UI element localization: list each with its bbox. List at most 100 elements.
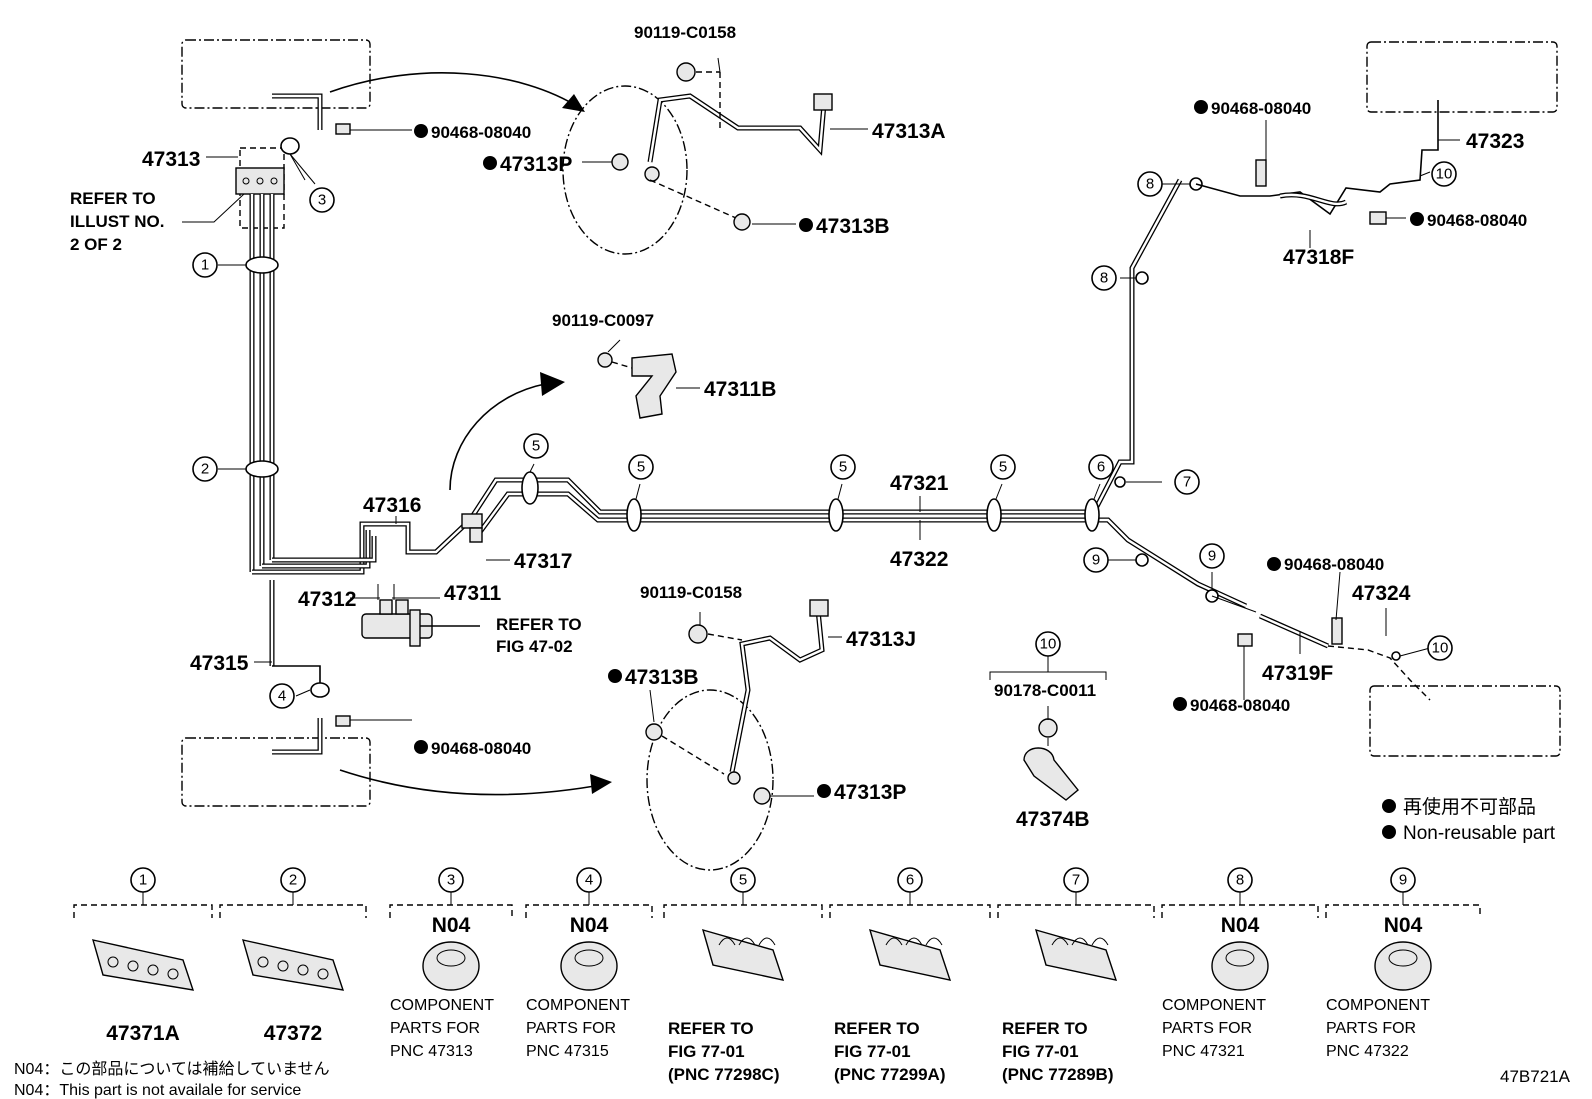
label-90178-c0011: 90178-C0011	[994, 681, 1096, 700]
svg-text:5: 5	[637, 459, 645, 476]
svg-text:9: 9	[1208, 548, 1216, 565]
bottom-item-text: COMPONENT	[1162, 997, 1266, 1014]
location-box-top-left	[181, 39, 371, 109]
bracket-47311B	[597, 352, 677, 419]
non-reusable-dots	[414, 100, 1424, 839]
svg-text:8: 8	[1100, 270, 1108, 287]
hose-47318F	[1195, 100, 1439, 225]
label-refer-illust-3: 2 OF 2	[70, 235, 122, 254]
bottom-item-text: PNC 47313	[390, 1043, 473, 1060]
bottom-part-number: 47372	[264, 1022, 322, 1045]
label-47313J: 47313J	[846, 628, 916, 651]
hose-47319F	[1211, 595, 1431, 701]
location-box-top-right	[1366, 41, 1558, 113]
bottom-item-text: PARTS FOR	[390, 1020, 480, 1037]
bottom-item-text: PNC 47321	[1162, 1043, 1245, 1060]
bottom-item-text: COMPONENT	[390, 997, 494, 1014]
label-47313P-bottom: 47313P	[834, 781, 906, 804]
bottom-item-text: (PNC 77299A)	[834, 1065, 946, 1084]
bottom-bracket	[829, 904, 991, 918]
label-47318F: 47318F	[1283, 246, 1354, 269]
label-47315: 47315	[190, 652, 249, 675]
bracket-90178	[989, 671, 1107, 680]
label-47317: 47317	[514, 550, 572, 573]
svg-text:4: 4	[278, 688, 286, 705]
bottom-item-text: COMPONENT	[526, 997, 630, 1014]
svg-text:10: 10	[1436, 166, 1453, 183]
bottom-bracket	[73, 904, 213, 918]
svg-text:6: 6	[1097, 459, 1105, 476]
legend-en: Non-reusable part	[1403, 823, 1556, 844]
label-90119-c0158-bottom: 90119-C0158	[640, 583, 742, 602]
label-47311: 47311	[444, 582, 502, 605]
part-illustration	[242, 939, 345, 991]
label-47321: 47321	[890, 472, 949, 495]
part-illustration	[868, 928, 952, 981]
bottom-bracket	[1161, 904, 1319, 918]
n04-tag: N04	[570, 914, 609, 937]
bottom-callout-number: 1	[139, 872, 147, 889]
bottom-item-text: PARTS FOR	[526, 1020, 616, 1037]
label-47313: 47313	[142, 148, 200, 171]
bottom-callout-number: 6	[906, 872, 914, 889]
label-47316: 47316	[363, 494, 421, 517]
label-47312: 47312	[298, 588, 356, 611]
bottom-callout-number: 8	[1236, 872, 1244, 889]
callout-circles: 1 2 3 4 5 5 5 5 6 7 8 8 9 9 10 10 10	[192, 161, 1457, 709]
detail-circle-bottom	[646, 689, 774, 871]
bottom-item-text: REFER TO	[668, 1019, 754, 1038]
label-47322: 47322	[890, 548, 948, 571]
bottom-bracket	[1325, 904, 1481, 918]
svg-text:5: 5	[532, 438, 540, 455]
clamp-47374B	[1023, 718, 1079, 801]
leader-lines	[182, 57, 1460, 797]
location-box-bottom-left	[181, 737, 371, 807]
label-90119-c0158-top: 90119-C0158	[634, 23, 736, 42]
svg-text:3: 3	[318, 192, 326, 209]
main-pipes	[467, 177, 1248, 609]
label-refer-fig-2: FIG 47-02	[496, 637, 573, 656]
label-47374B: 47374B	[1016, 808, 1090, 831]
legend-jp: 再使用不可部品	[1403, 796, 1536, 818]
footnote-jp: N04：この部品については補給していません	[14, 1060, 330, 1078]
bottom-bracket	[997, 904, 1155, 918]
label-47313A: 47313A	[872, 120, 946, 143]
label-90468-bottom-left: 90468-08040	[431, 739, 531, 758]
svg-text:5: 5	[839, 459, 847, 476]
bottom-item-text: PNC 47315	[526, 1043, 609, 1060]
bottom-bracket	[663, 904, 823, 918]
bottom-item-text: PNC 47322	[1326, 1043, 1409, 1060]
label-47311B: 47311B	[704, 378, 776, 401]
footnote-en: N04：This part is not availale for servic…	[14, 1082, 301, 1099]
svg-text:2: 2	[201, 461, 209, 478]
bottom-item-text: REFER TO	[1002, 1019, 1088, 1038]
svg-text:9: 9	[1092, 552, 1100, 569]
part-illustration	[92, 939, 195, 991]
label-90468-top-left: 90468-08040	[431, 123, 531, 142]
label-90468-mid-right: 90468-08040	[1284, 555, 1384, 574]
label-refer-illust-2: ILLUST NO.	[70, 212, 164, 231]
n04-tag: N04	[432, 914, 471, 937]
bottom-bracket	[525, 904, 653, 918]
label-47313B-top: 47313B	[816, 215, 890, 238]
bottom-bracket	[389, 904, 513, 918]
bottom-item-text: FIG 77-01	[668, 1042, 745, 1061]
label-47323: 47323	[1466, 130, 1524, 153]
junction-47317	[461, 513, 483, 543]
bottom-item-text: FIG 77-01	[834, 1042, 911, 1061]
detail-circle-top	[562, 85, 688, 255]
n04-tag: N04	[1384, 914, 1423, 937]
bottom-item-text: (PNC 77298C)	[668, 1065, 780, 1084]
label-refer-illust-1: REFER TO	[70, 189, 156, 208]
label-47319F: 47319F	[1262, 662, 1333, 685]
part-illustration	[701, 928, 785, 981]
